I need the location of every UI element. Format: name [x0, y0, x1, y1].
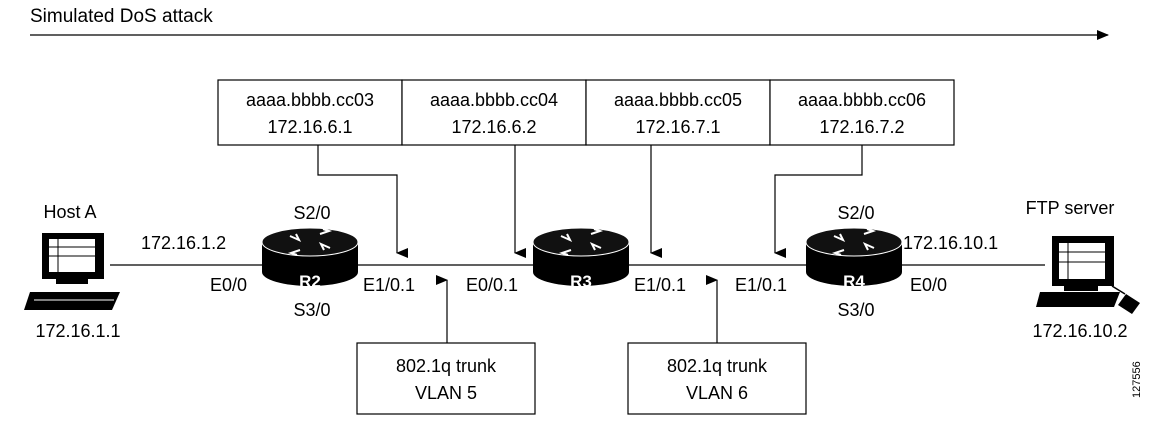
- router-r4-label: R4: [843, 272, 865, 291]
- r4-e0-iface: E0/0: [910, 275, 947, 295]
- r4-s2-iface: S2/0: [837, 203, 874, 223]
- mac-box-4: aaaa.bbbb.cc06 172.16.7.2: [769, 79, 955, 146]
- trunk-vlan6-line2: VLAN 6: [686, 383, 748, 403]
- r2-ip: 172.16.1.2: [141, 233, 226, 253]
- router-r2-label: R2: [299, 272, 321, 291]
- router-r4-icon: [805, 227, 903, 286]
- router-r2-icon: [261, 227, 359, 286]
- r3-e0-iface: E0/0.1: [466, 275, 518, 295]
- mac-box-1-ip: 172.16.6.1: [267, 117, 352, 137]
- mac-box-2: aaaa.bbbb.cc04 172.16.6.2: [401, 79, 587, 146]
- mac-box-4-mac: aaaa.bbbb.cc06: [798, 90, 926, 110]
- r2-e1-iface: E1/0.1: [363, 275, 415, 295]
- router-r3-label: R3: [570, 272, 592, 291]
- mac-box-2-mac: aaaa.bbbb.cc04: [430, 90, 558, 110]
- router-r3-icon: [532, 227, 630, 286]
- box-1-pointer-arrow: [317, 145, 408, 258]
- ftp-server-ip: 172.16.10.2: [1032, 321, 1127, 341]
- mac-box-4-ip: 172.16.7.2: [819, 117, 904, 137]
- mac-box-3: aaaa.bbbb.cc05 172.16.7.1: [585, 79, 771, 146]
- r2-s3-iface: S3/0: [293, 300, 330, 320]
- mac-box-1: aaaa.bbbb.cc03 172.16.6.1: [217, 79, 403, 146]
- mac-box-2-ip: 172.16.6.2: [451, 117, 536, 137]
- figure-number: 127556: [1131, 361, 1143, 398]
- host-a-ip: 172.16.1.1: [35, 321, 120, 341]
- r4-s3-iface: S3/0: [837, 300, 874, 320]
- ftp-server-computer-icon: [1036, 236, 1140, 314]
- trunk-vlan6-box: 802.1q trunk VLAN 6: [627, 342, 807, 415]
- r4-ip: 172.16.10.1: [903, 233, 998, 253]
- trunk-vlan5-line2: VLAN 5: [415, 383, 477, 403]
- trunk-vlan5-box: 802.1q trunk VLAN 5: [356, 342, 536, 415]
- host-a-label: Host A: [43, 202, 96, 222]
- mac-box-1-mac: aaaa.bbbb.cc03: [246, 90, 374, 110]
- diagram-title: Simulated DoS attack: [30, 6, 213, 27]
- trunk-vlan6-line1: 802.1q trunk: [667, 356, 768, 376]
- box-4-pointer-arrow: [774, 145, 863, 258]
- r4-e1-iface: E1/0.1: [735, 275, 787, 295]
- r2-e0-iface: E0/0: [210, 275, 247, 295]
- r2-s2-iface: S2/0: [293, 203, 330, 223]
- mac-box-3-mac: aaaa.bbbb.cc05: [614, 90, 742, 110]
- trunk-vlan5-line1: 802.1q trunk: [396, 356, 497, 376]
- mac-box-3-ip: 172.16.7.1: [635, 117, 720, 137]
- host-a-computer-icon: [24, 233, 120, 310]
- ftp-server-label: FTP server: [1026, 198, 1115, 218]
- r3-e1-iface: E1/0.1: [634, 275, 686, 295]
